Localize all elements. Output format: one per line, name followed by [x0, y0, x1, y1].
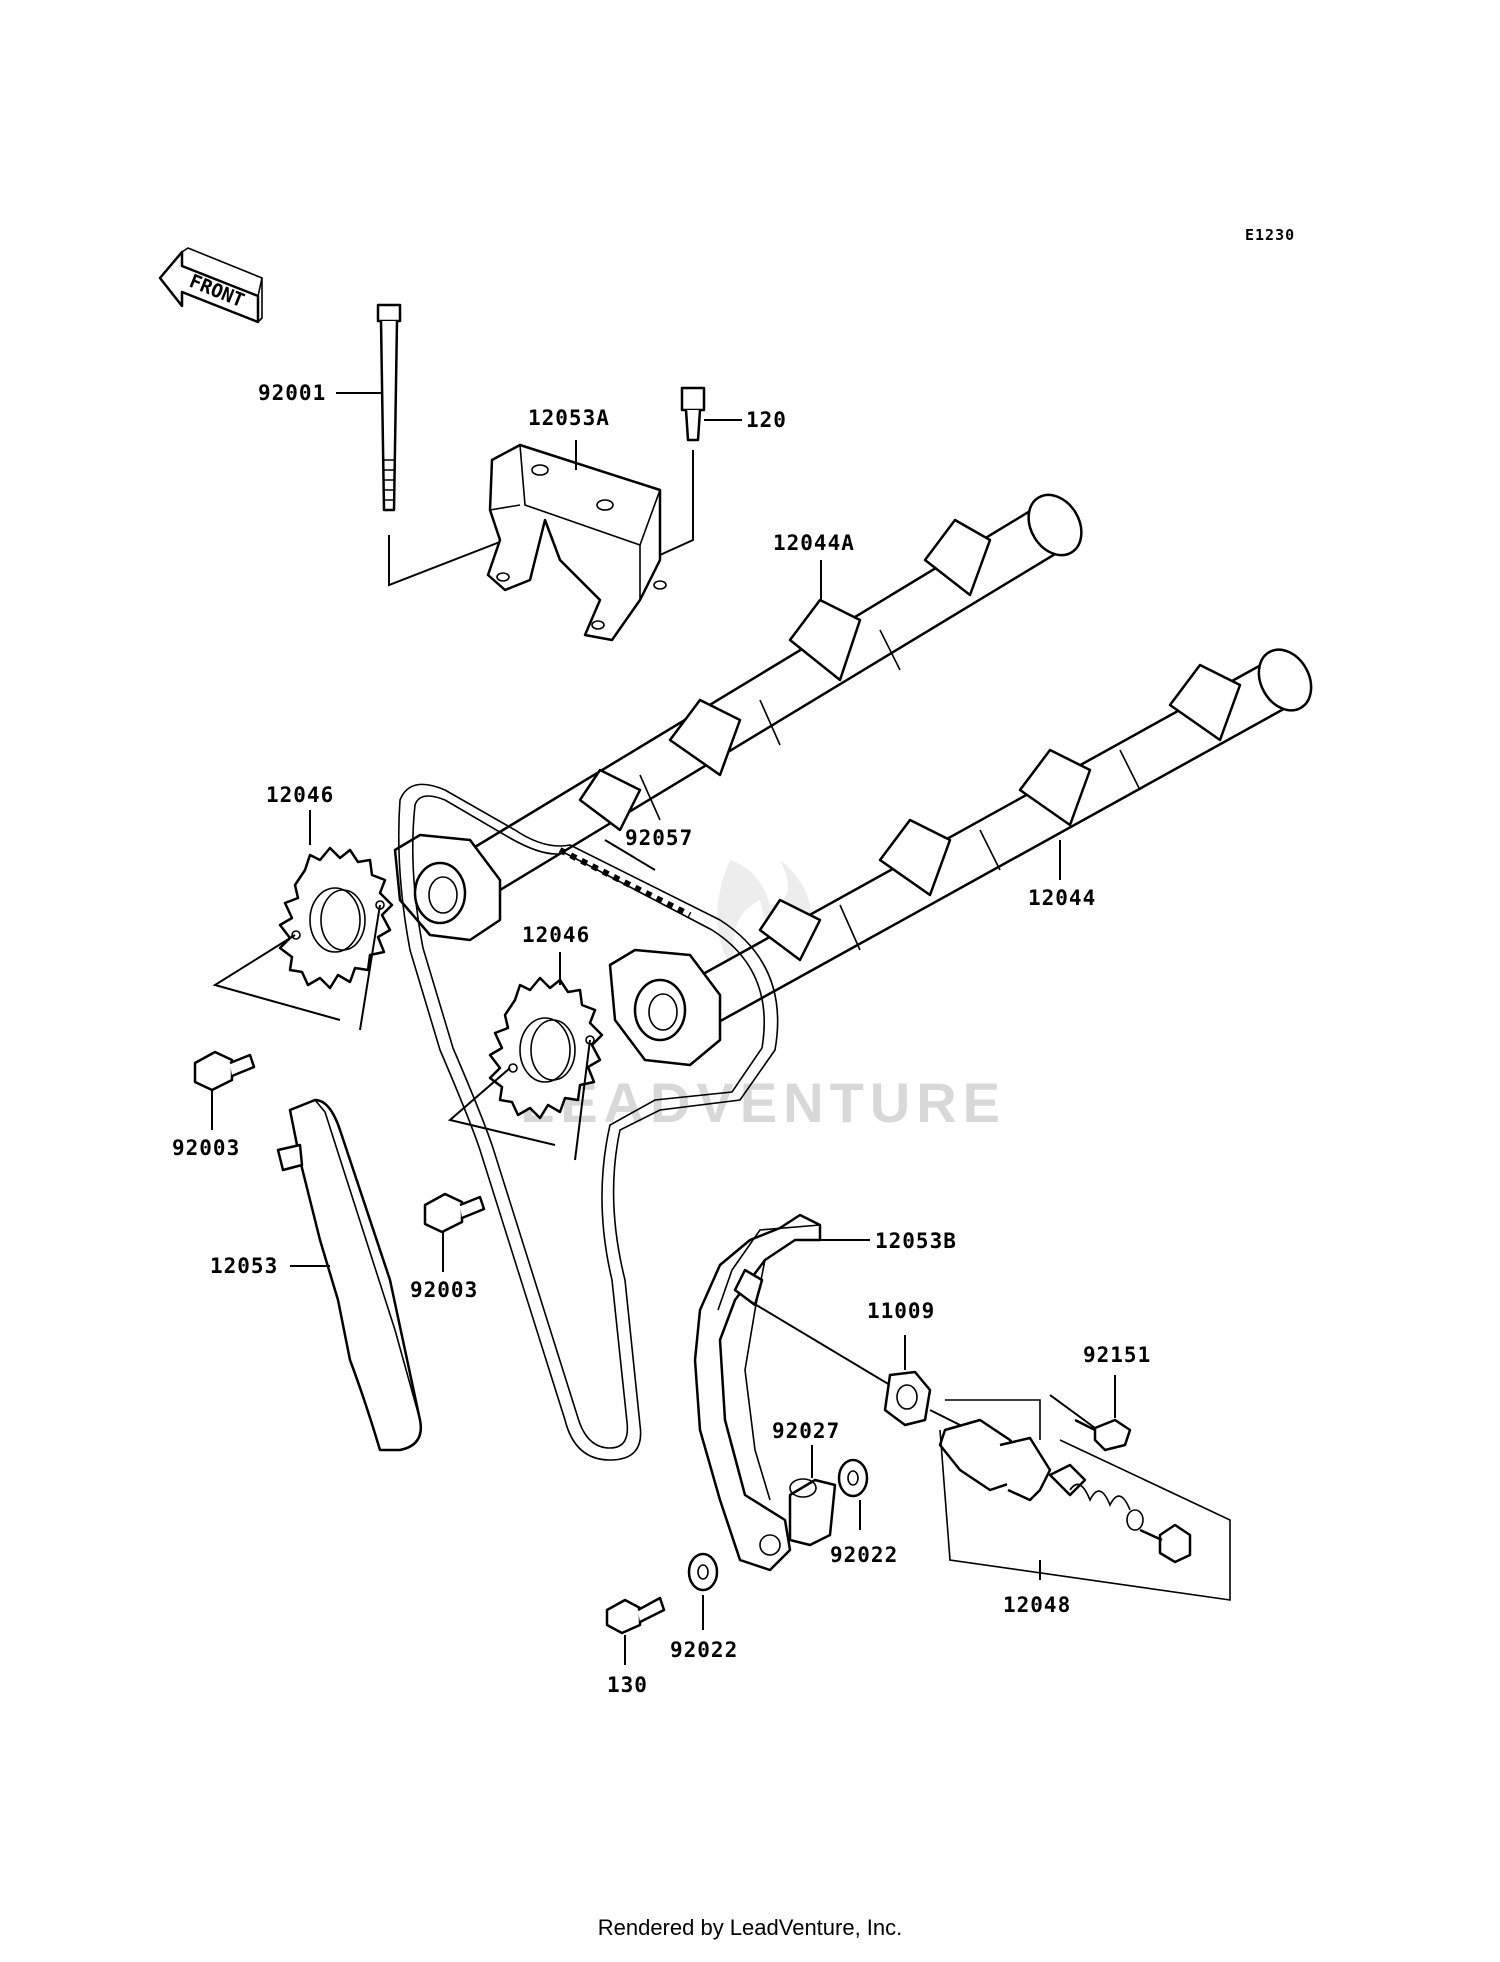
chain-guide-12053A	[486, 443, 667, 642]
label-92003-left: 92003	[172, 1136, 240, 1160]
label-12053: 12053	[210, 1254, 278, 1278]
label-92001: 92001	[258, 381, 326, 405]
label-92151: 92151	[1083, 1343, 1151, 1367]
label-92057: 92057	[625, 826, 693, 850]
label-130: 130	[607, 1673, 648, 1697]
front-arrow-icon: FRONT	[158, 247, 263, 324]
washer-92022-bottom	[687, 1552, 719, 1592]
tensioner-guide-12053B	[693, 1213, 822, 1572]
collar-92027	[788, 1478, 837, 1547]
cam-hub-upper	[393, 833, 502, 942]
timing-chain-92057	[397, 783, 779, 1461]
label-92022-bottom: 92022	[670, 1638, 738, 1662]
label-92022-right: 92022	[830, 1543, 898, 1567]
label-12053B: 12053B	[875, 1229, 957, 1253]
sprocket-12046-mid	[488, 976, 604, 1120]
watermark: LEADVENTURE	[520, 1071, 1006, 1134]
gasket-11009	[883, 1370, 932, 1427]
label-92003-mid: 92003	[410, 1278, 478, 1302]
chain-guide-12053	[276, 1098, 423, 1452]
sprocket-12046-top	[278, 846, 394, 990]
tensioner-12048	[938, 1399, 1231, 1601]
label-12046-mid: 12046	[522, 923, 590, 947]
bolt-92003-mid	[423, 1192, 486, 1234]
label-12053A: 12053A	[528, 406, 610, 430]
bolt-92151	[1074, 1418, 1132, 1452]
label-12044A: 12044A	[773, 531, 855, 555]
label-92027: 92027	[772, 1419, 840, 1443]
bolt-130	[605, 1596, 666, 1635]
label-12048: 12048	[1003, 1593, 1071, 1617]
footer-credit: Rendered by LeadVenture, Inc.	[597, 1915, 903, 1940]
label-120: 120	[746, 408, 787, 432]
diagram-code: E1230	[1245, 226, 1295, 244]
washer-92022-right	[837, 1458, 869, 1498]
bolt-92001	[376, 303, 402, 512]
label-11009: 11009	[867, 1299, 935, 1323]
label-12046-top: 12046	[266, 783, 334, 807]
bolt-120	[680, 386, 706, 442]
cam-hub-lower	[608, 948, 722, 1067]
bolt-92003-left	[193, 1050, 256, 1092]
camshaft-12044	[618, 648, 1313, 1062]
label-12044: 12044	[1028, 886, 1096, 910]
